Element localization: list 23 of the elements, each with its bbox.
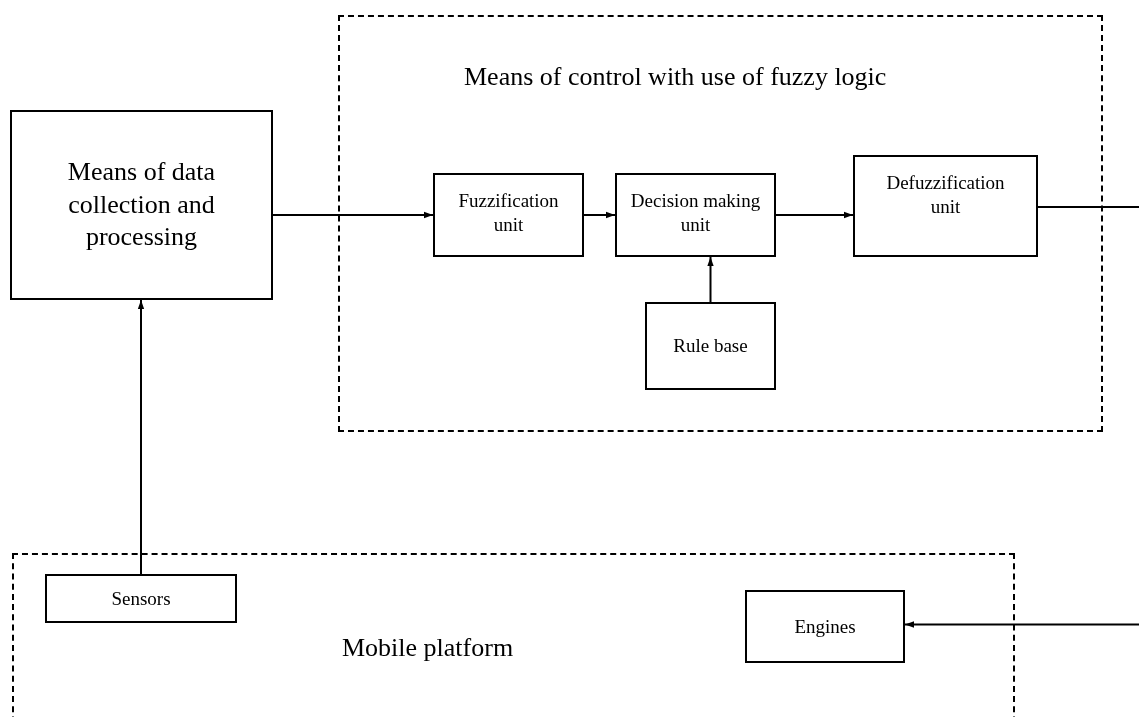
process-box: [45, 574, 237, 623]
arrow: [904, 621, 1139, 628]
box-label: Sensors: [111, 586, 171, 611]
arrow: [775, 211, 854, 219]
box-label: Defuzzification unit: [885, 171, 1006, 219]
group-title: Means of control with use of fuzzy logic: [464, 62, 887, 92]
box-label: Decision making unit: [629, 189, 762, 237]
arrow: [583, 211, 616, 219]
arrow: [272, 211, 434, 219]
process-box: [645, 302, 776, 390]
process-box: [433, 173, 584, 257]
process-box: [745, 590, 905, 663]
process-box: [10, 110, 273, 300]
box-label: Engines: [794, 614, 856, 639]
box-label: Means of data collection and processing: [66, 156, 217, 254]
dashed-group-boundary: [338, 15, 1103, 432]
process-box: [615, 173, 776, 257]
process-box: [853, 155, 1038, 257]
arrow: [137, 299, 145, 575]
arrow: [707, 256, 714, 303]
box-label: Fuzzification unit: [457, 189, 560, 237]
box-label: Rule base: [673, 334, 748, 358]
group-title: Mobile platform: [342, 633, 514, 663]
